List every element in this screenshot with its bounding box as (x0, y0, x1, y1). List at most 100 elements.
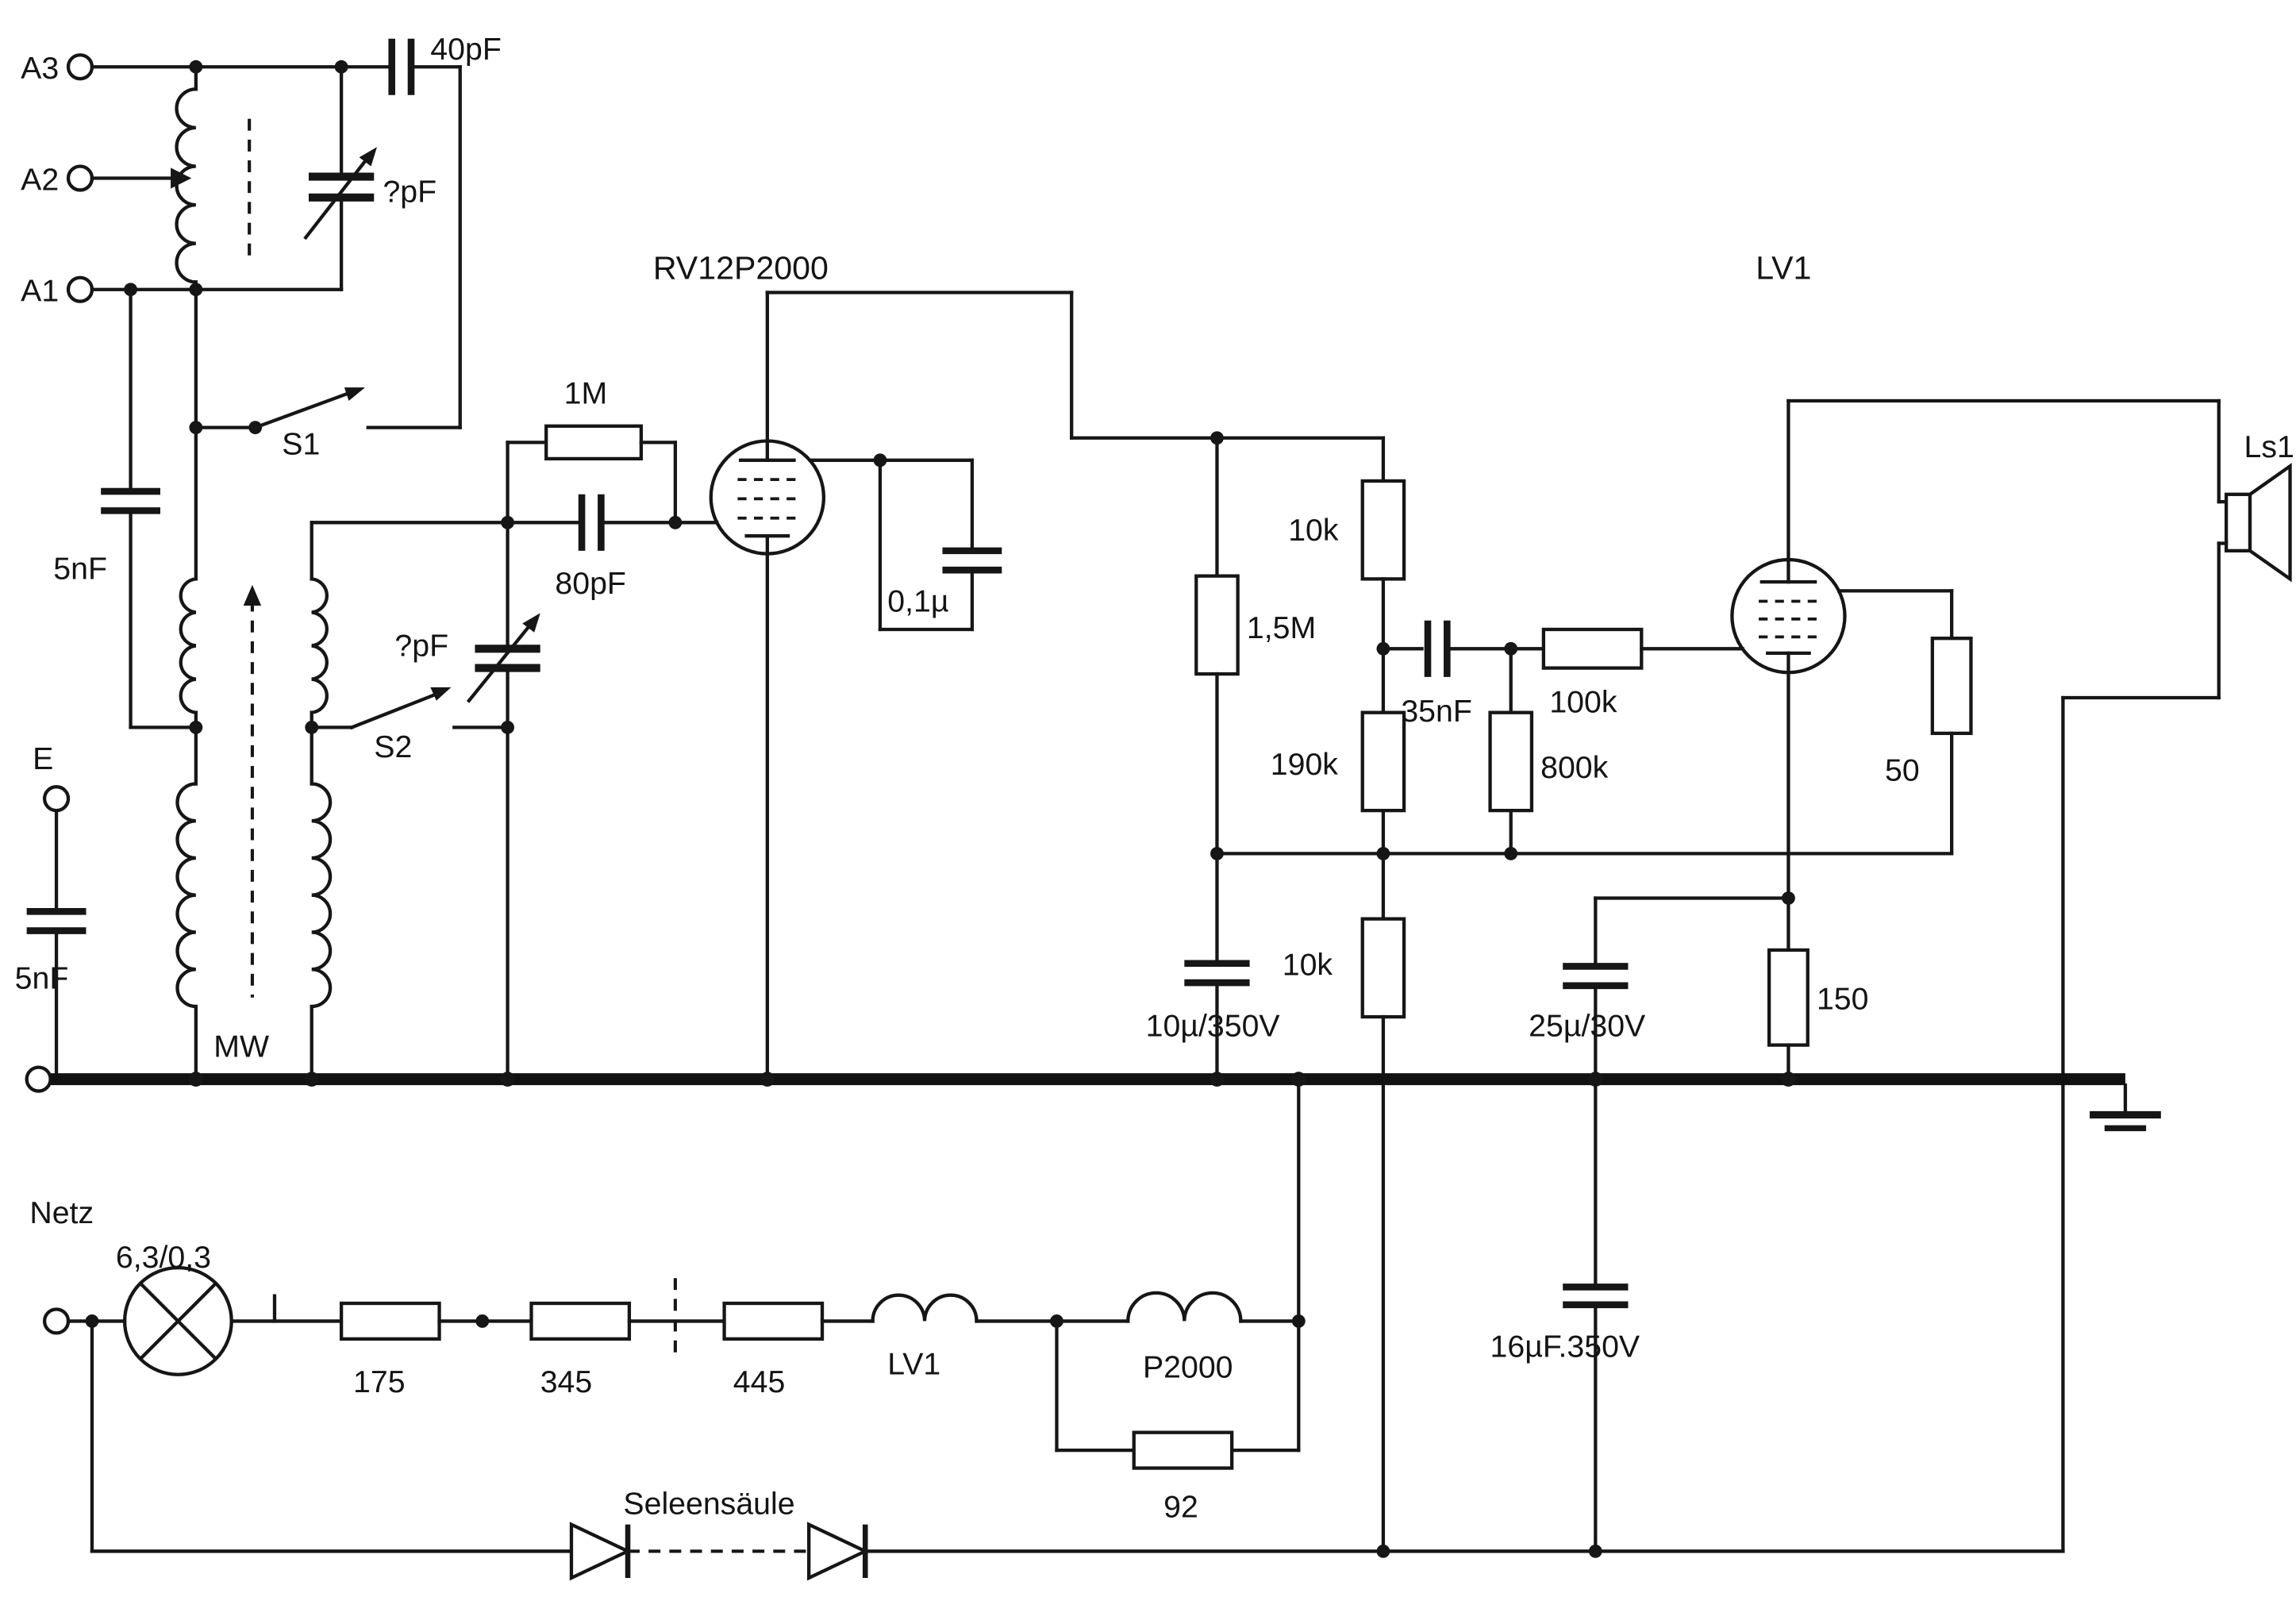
ground-symbol-icon (2090, 1083, 2161, 1132)
speaker-cone-icon (2248, 463, 2292, 583)
varcap-arrow-icon (522, 613, 540, 633)
chassis-bus (25, 1065, 2161, 1132)
label-rectifier: Seleensäule (623, 1487, 794, 1522)
label-terminal-a2: A2 (21, 162, 59, 197)
label-cap-40pf: 40pF (430, 32, 502, 67)
label-cap-25uf: 25µ/30V (1529, 1008, 1646, 1043)
earth-input: E 5nF (15, 741, 87, 1076)
rectifier-diode-1-icon (569, 1522, 633, 1581)
resistor-175 (339, 1301, 441, 1341)
antenna-coil (175, 65, 252, 581)
label-cap-5nf-earth: 5nF (15, 961, 69, 996)
terminal-mains (42, 1307, 71, 1335)
resistor-150 (1767, 948, 1809, 1047)
label-tube-lv1: LV1 (1756, 250, 1811, 287)
mw-coil-primary-lower (175, 782, 198, 1009)
tube-rv12p2000: RV12P2000 (653, 250, 829, 556)
label-terminal-earth: E (33, 741, 53, 776)
resistor-800k (1488, 710, 1534, 813)
label-resistor-100k: 100k (1549, 685, 1617, 720)
cap-40pf: 40pF (388, 32, 502, 95)
label-resistor-10k-bottom: 10k (1283, 948, 1333, 983)
label-speaker-ls1: Ls1 (2244, 429, 2294, 464)
terminal-earth (42, 785, 71, 813)
resistor-10k-bottom (1360, 917, 1406, 1019)
tuning-coil-section: MW S2 ?pF E 5nF (15, 521, 540, 1076)
cap-25uf: 25µ/30V (1529, 896, 1790, 1076)
label-heater-lv1: LV1 (887, 1347, 940, 1382)
resistor-92 (1132, 1430, 1234, 1470)
junction-dots (85, 60, 1796, 1558)
terminal-a2 (66, 164, 94, 192)
resistor-445 (722, 1301, 825, 1341)
resistor-1m: 1M (506, 376, 678, 525)
cap-5nf-antenna: 5nF (53, 287, 198, 729)
label-resistor-445: 445 (733, 1364, 786, 1399)
label-resistor-1m: 1M (564, 376, 608, 411)
label-cap-80pf: 80pF (555, 566, 625, 601)
antenna-trimmer-cap: ?pF (303, 65, 437, 291)
cap-35nf: 35nF (1381, 620, 1546, 729)
cap-16uf: 16µF.350V (1490, 1083, 1640, 1553)
terminal-a3 (66, 53, 94, 81)
anode-network: 10k 1,5M 190k 35nF 100k 800k (1146, 436, 1954, 1553)
speaker-body (2224, 492, 2252, 553)
label-resistor-10k-top: 10k (1288, 513, 1339, 548)
resistor-1.5m (1194, 574, 1240, 676)
label-resistor-1.5m: 1,5M (1247, 610, 1316, 645)
label-resistor-190k: 190k (1271, 747, 1339, 782)
cap-10uf: 10µ/350V (1146, 852, 1281, 1076)
label-resistor-50: 50 (1885, 753, 1920, 788)
resistor-345 (529, 1301, 632, 1341)
label-mains: Netz (29, 1195, 94, 1230)
cap-80pf: 80pF (555, 494, 626, 601)
output-stage: LV1 50 150 25µ/30V (1529, 250, 2294, 1553)
s1-arm-arrow-icon (344, 387, 366, 401)
resistor-190k (1360, 710, 1406, 813)
label-antenna-trimmer: ?pF (383, 174, 437, 209)
tuning-varcap: ?pF (394, 521, 540, 1076)
switch-s1: S1 (194, 387, 462, 461)
label-s2: S2 (374, 729, 412, 764)
mw-coil-secondary-lower (310, 782, 333, 1009)
heater-p2000 (1126, 1291, 1243, 1323)
label-resistor-175: 175 (353, 1364, 406, 1399)
loudspeaker-ls1: Ls1 (2061, 398, 2294, 1553)
label-terminal-a1: A1 (21, 274, 59, 309)
label-resistor-800k: 800k (1540, 750, 1609, 785)
resistor-100k (1541, 627, 1644, 670)
power-supply-section: Netz 6,3/0,3 175 345 445 LV1 P2000 (29, 1083, 2065, 1581)
mw-coil-primary-upper (179, 577, 198, 715)
label-resistor-92: 92 (1163, 1489, 1198, 1524)
resistor-10k-top (1360, 479, 1406, 581)
rectifier-diode-2-icon (807, 1522, 870, 1581)
label-terminal-a3: A3 (21, 51, 59, 86)
label-pilot-lamp: 6,3/0,3 (116, 1240, 211, 1275)
label-heater-p2000: P2000 (1143, 1349, 1233, 1384)
label-resistor-345: 345 (540, 1364, 593, 1399)
switch-s2: S2 (310, 687, 510, 764)
label-tuning-varcap: ?pF (394, 629, 448, 664)
selenium-rectifier: Seleensäule (569, 1487, 2065, 1581)
heater-lv1 (871, 1293, 979, 1323)
tube-lv1: LV1 (1730, 250, 1847, 675)
resistor-50 (1930, 637, 1973, 736)
core-arrow-icon (243, 584, 262, 606)
label-mw-band: MW (213, 1029, 269, 1064)
label-s1: S1 (282, 426, 320, 461)
s2-arm-arrow-icon (430, 687, 452, 701)
label-cap-10uf: 10µ/350V (1146, 1008, 1281, 1043)
terminal-a1 (66, 275, 94, 303)
cap-0.1u: 0,1µ (808, 458, 1002, 632)
label-cap-5nf-antenna: 5nF (53, 551, 107, 586)
label-resistor-150: 150 (1817, 982, 1869, 1017)
antenna-input-section: A3 A2 A1 ?pF 40pF (21, 32, 502, 729)
resistor-92-branch: 92 (1055, 1319, 1301, 1524)
detector-stage: 1M 80pF RV12P2000 (310, 250, 1386, 1076)
terminal-chassis (25, 1065, 52, 1093)
label-cap-16uf: 16µF.350V (1490, 1329, 1640, 1364)
mw-coil-secondary-upper (310, 577, 329, 715)
label-tube-rv12p2000: RV12P2000 (653, 250, 829, 287)
label-cap-0.1u: 0,1µ (887, 584, 948, 619)
